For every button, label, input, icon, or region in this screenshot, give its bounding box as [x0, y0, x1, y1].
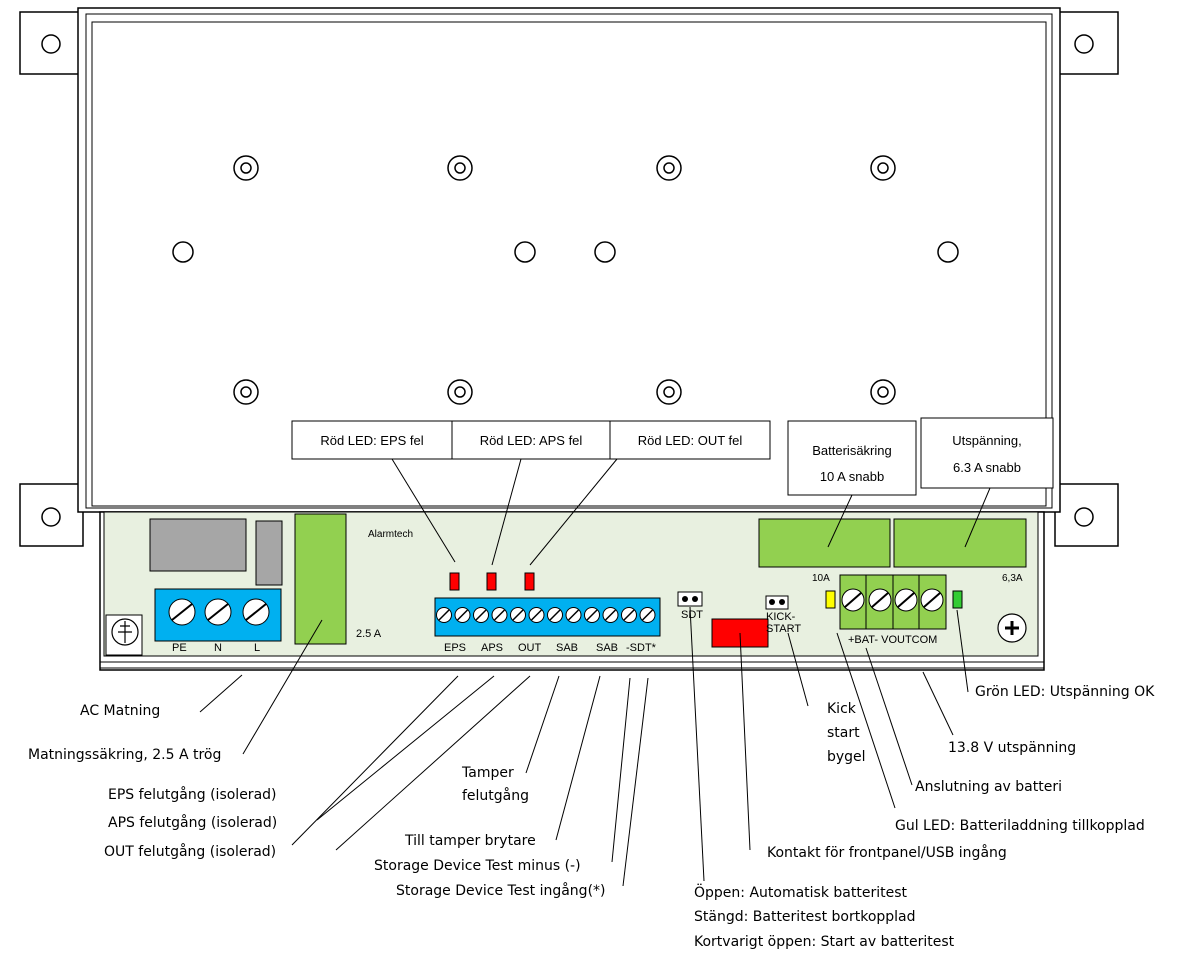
- terminal-screw-slot: [530, 609, 543, 621]
- label-gron-led: Grön LED: Utspänning OK: [975, 684, 1155, 700]
- terminal-screw-slot: [567, 609, 580, 621]
- terminal-screw-icon: [841, 588, 865, 612]
- ac-terminal-pe: PE: [172, 642, 187, 654]
- label-kick-1: Kick: [827, 701, 857, 717]
- callout-bat-fuse-2: 10 A snabb: [820, 469, 884, 484]
- callout-aps: Röd LED: APS fel: [480, 433, 583, 448]
- led-aps-red: [486, 572, 497, 591]
- ac-terminal-l: L: [254, 642, 260, 654]
- label-matningssakring: Matningssäkring, 2.5 A trög: [28, 747, 221, 763]
- terminal-screw-icon: [168, 598, 196, 626]
- callout-box-aps: [451, 420, 611, 460]
- led-battery-yellow: [825, 590, 836, 609]
- ac-fuse-rating: 2.5 A: [356, 628, 382, 640]
- led-eps-red: [449, 572, 460, 591]
- terminal-eps: EPS: [444, 642, 466, 654]
- label-kick-2: start: [827, 725, 860, 741]
- callout-bat-fuse-1: Batterisäkring: [812, 443, 891, 458]
- signal-terminal-screws: [436, 607, 656, 623]
- screw-icon: [997, 613, 1027, 643]
- ac-fuse: [294, 513, 347, 645]
- terminal-out: OUT: [518, 642, 542, 654]
- terminal-screw-slot: [549, 609, 561, 621]
- power-terminal-labels: +BAT- VOUTCOM: [848, 634, 937, 646]
- terminal-screw-slot: [586, 609, 598, 621]
- mount-hole-top-left: [41, 34, 61, 54]
- terminal-screw-icon: [868, 588, 892, 612]
- callout-eps: Röd LED: EPS fel: [320, 433, 423, 448]
- terminal-aps: APS: [481, 642, 503, 654]
- label-eps-out: EPS felutgång (isolerad): [108, 786, 277, 803]
- label-tamper-1: Tamper: [461, 765, 514, 781]
- callout-box-out: [609, 420, 771, 460]
- standoffs: [172, 155, 959, 405]
- callout-box-bat-fuse: [787, 420, 917, 496]
- callout-out-fuse-2: 6.3 A snabb: [953, 460, 1021, 475]
- mount-hole-bottom-right: [1074, 507, 1094, 527]
- terminal-screw-slot: [623, 609, 635, 621]
- mount-hole-bottom-left: [41, 507, 61, 527]
- label-aps-out: APS felutgång (isolerad): [108, 814, 277, 831]
- led-out-red: [524, 572, 535, 591]
- output-fuse-rating: 6,3A: [1002, 573, 1023, 584]
- brand-label: Alarmtech: [368, 529, 413, 540]
- kick-jumper-label-2: START: [766, 623, 801, 635]
- ac-terminal-n: N: [214, 642, 222, 654]
- terminal-screw-slot: [604, 609, 617, 621]
- label-utspanning-138: 13.8 V utspänning: [948, 740, 1076, 756]
- sdt-jumper: [677, 591, 703, 607]
- terminal-screw-icon: [204, 598, 232, 626]
- terminal-sdt: -SDT*: [626, 642, 657, 654]
- label-kortvarigt: Kortvarigt öppen: Start av batteritest: [694, 934, 955, 950]
- terminal-screw-icon: [242, 598, 270, 626]
- label-sdt-minus: Storage Device Test minus (-): [374, 858, 581, 874]
- terminal-screw-slot: [438, 609, 450, 621]
- label-out-out: OUT felutgång (isolerad): [104, 843, 276, 860]
- label-ac-matning: AC Matning: [80, 703, 160, 719]
- label-sdt-in: Storage Device Test ingång(*): [396, 882, 606, 899]
- mount-hole-top-right: [1074, 34, 1094, 54]
- terminal-screw-slot: [475, 609, 487, 621]
- terminal-screw-slot: [493, 609, 506, 621]
- label-anslutning: Anslutning av batteri: [915, 779, 1062, 795]
- terminal-screw-icon: [894, 588, 918, 612]
- screw-icon: [111, 618, 139, 646]
- terminal-screw-slot: [641, 609, 654, 621]
- terminal-sab-2: SAB: [596, 642, 618, 654]
- label-gul-led: Gul LED: Batteriladdning tillkopplad: [895, 818, 1145, 834]
- label-tamper-2: felutgång: [462, 787, 529, 804]
- callout-out: Röd LED: OUT fel: [638, 433, 743, 448]
- output-fuse: [893, 518, 1027, 568]
- terminal-screw-slot: [512, 609, 524, 621]
- leader-lines: [199, 458, 991, 887]
- battery-fuse: [758, 518, 891, 568]
- relay-block-small: [255, 520, 283, 586]
- callout-box-out-fuse: [920, 417, 1054, 489]
- led-output-green: [952, 590, 963, 609]
- label-kick-3: bygel: [827, 749, 866, 765]
- sdt-jumper-label: SDT: [681, 609, 703, 621]
- kick-jumper-label-1: KICK-: [766, 611, 796, 623]
- label-kontakt: Kontakt för frontpanel/USB ingång: [767, 844, 1007, 861]
- callout-box-eps: [291, 420, 453, 460]
- battery-fuse-rating: 10A: [812, 573, 830, 584]
- label-oppen: Öppen: Automatisk batteritest: [694, 883, 907, 901]
- terminal-sab-1: SAB: [556, 642, 578, 654]
- terminal-screw-slot: [456, 609, 469, 621]
- relay-block: [149, 518, 247, 572]
- label-till-tamper: Till tamper brytare: [404, 833, 536, 849]
- terminal-screw-icon: [920, 588, 944, 612]
- label-stangd: Stängd: Batteritest bortkopplad: [694, 909, 916, 925]
- callout-out-fuse-1: Utspänning,: [952, 433, 1021, 448]
